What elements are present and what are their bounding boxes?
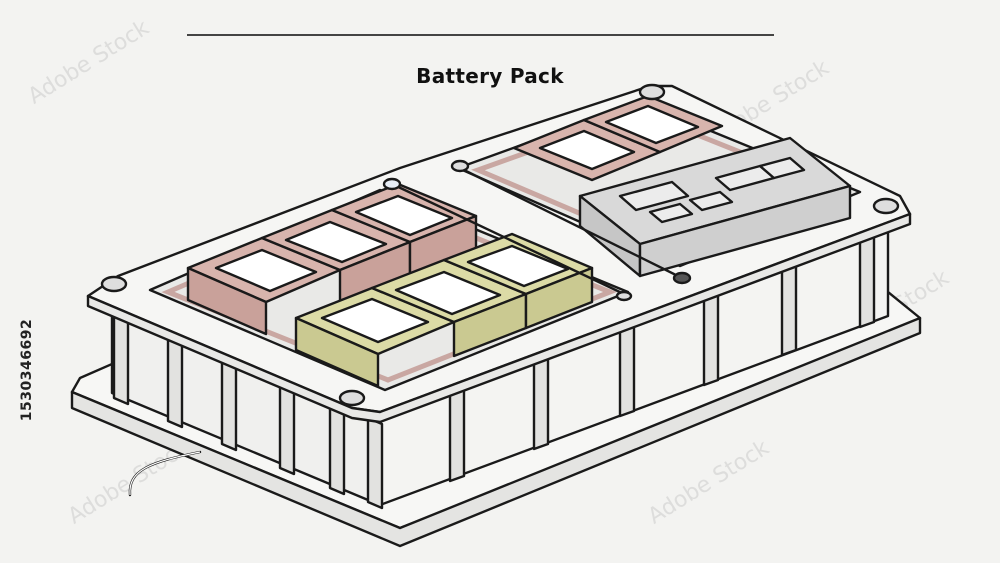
lid-edge [86,212,912,424]
yellow-cell-windows [320,244,570,344]
bus-bar-left [390,182,626,296]
screw-icon [100,83,900,407]
red-cell-windows [214,194,454,293]
bms-module [578,136,852,278]
top-rule [187,34,774,36]
cable-icon-inner [129,451,201,496]
base-plate-edge [70,316,922,548]
bus-bar-right [458,166,684,280]
front-pillars [112,310,384,510]
page-title: Battery Pack [416,64,564,88]
red-cell-windows-right [538,104,700,171]
